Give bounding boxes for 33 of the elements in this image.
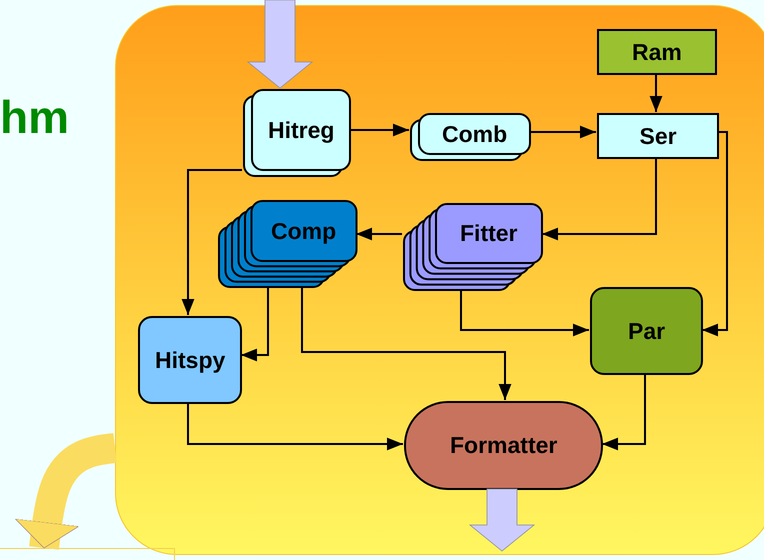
arrow (702, 131, 728, 336)
node-label: Formatter (450, 432, 558, 459)
arrow (301, 287, 512, 400)
stacked-process-box (243, 89, 351, 177)
arrow (356, 228, 402, 240)
node-label: Hitspy (155, 346, 226, 374)
block-arrow (468, 488, 536, 552)
arrow (602, 374, 646, 450)
process-box (138, 316, 242, 404)
process-box (597, 29, 717, 75)
arrow (650, 74, 662, 112)
arrow (350, 124, 409, 136)
panel-background (115, 5, 764, 555)
arrow (542, 158, 657, 240)
stacked-process-box (218, 200, 357, 288)
stacked-process-box (410, 113, 531, 161)
arrow (460, 290, 589, 336)
node-label: Fitter (460, 220, 518, 247)
arrow (187, 403, 403, 450)
arrow (241, 287, 269, 362)
process-box (597, 113, 719, 159)
node-label: Comb (442, 120, 508, 148)
node-label: Par (628, 318, 666, 344)
arrow (530, 126, 596, 138)
block-arrow (246, 0, 314, 89)
node-label: Ser (640, 122, 677, 150)
node-label: Comp (271, 218, 336, 244)
node-label: Ram (632, 38, 682, 66)
process-box (590, 287, 703, 375)
title-fragment: hm (0, 90, 69, 144)
node-label: Hitreg (268, 116, 334, 144)
arrow (182, 169, 242, 315)
stacked-process-box (403, 203, 543, 291)
